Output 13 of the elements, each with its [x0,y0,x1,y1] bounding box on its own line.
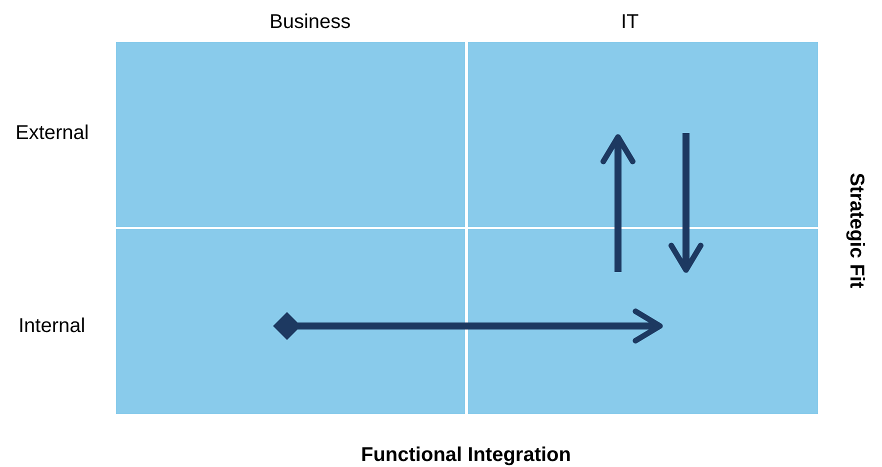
row-heading: Internal [18,314,86,338]
quadrant-panel [468,229,818,414]
axis-title: Strategic Fit [844,172,868,288]
row-heading: External [16,122,89,144]
arrow [668,133,704,273]
column-heading: IT [621,10,639,34]
quadrant-panel [468,42,818,227]
quadrant-panel [116,42,465,227]
axis-title: Functional Integration [361,444,571,466]
column-heading: Business [270,10,351,34]
arrow [273,308,663,344]
arrow [600,134,636,272]
quadrant-panel [116,229,465,414]
